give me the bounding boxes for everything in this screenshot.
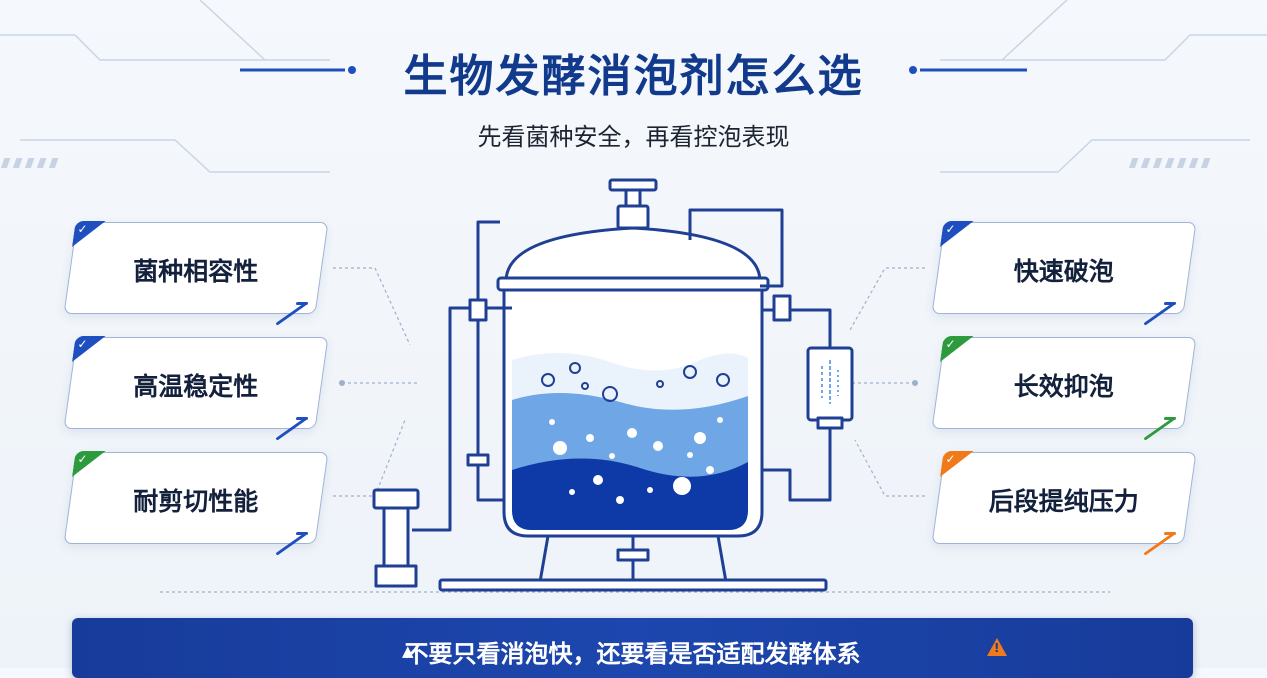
warning-banner: ▲ 不要只看消泡快，还要看是否适配发酵体系 !	[72, 618, 1193, 678]
page-subtitle: 先看菌种安全，再看控泡表现	[477, 123, 790, 151]
warning-icon: !	[987, 638, 1007, 656]
page-title: 生物发酵消泡剂怎么选	[403, 51, 864, 102]
triangle-icon: ▲	[402, 642, 414, 660]
banner-text: 不要只看消泡快，还要看是否适配发酵体系	[404, 640, 861, 668]
